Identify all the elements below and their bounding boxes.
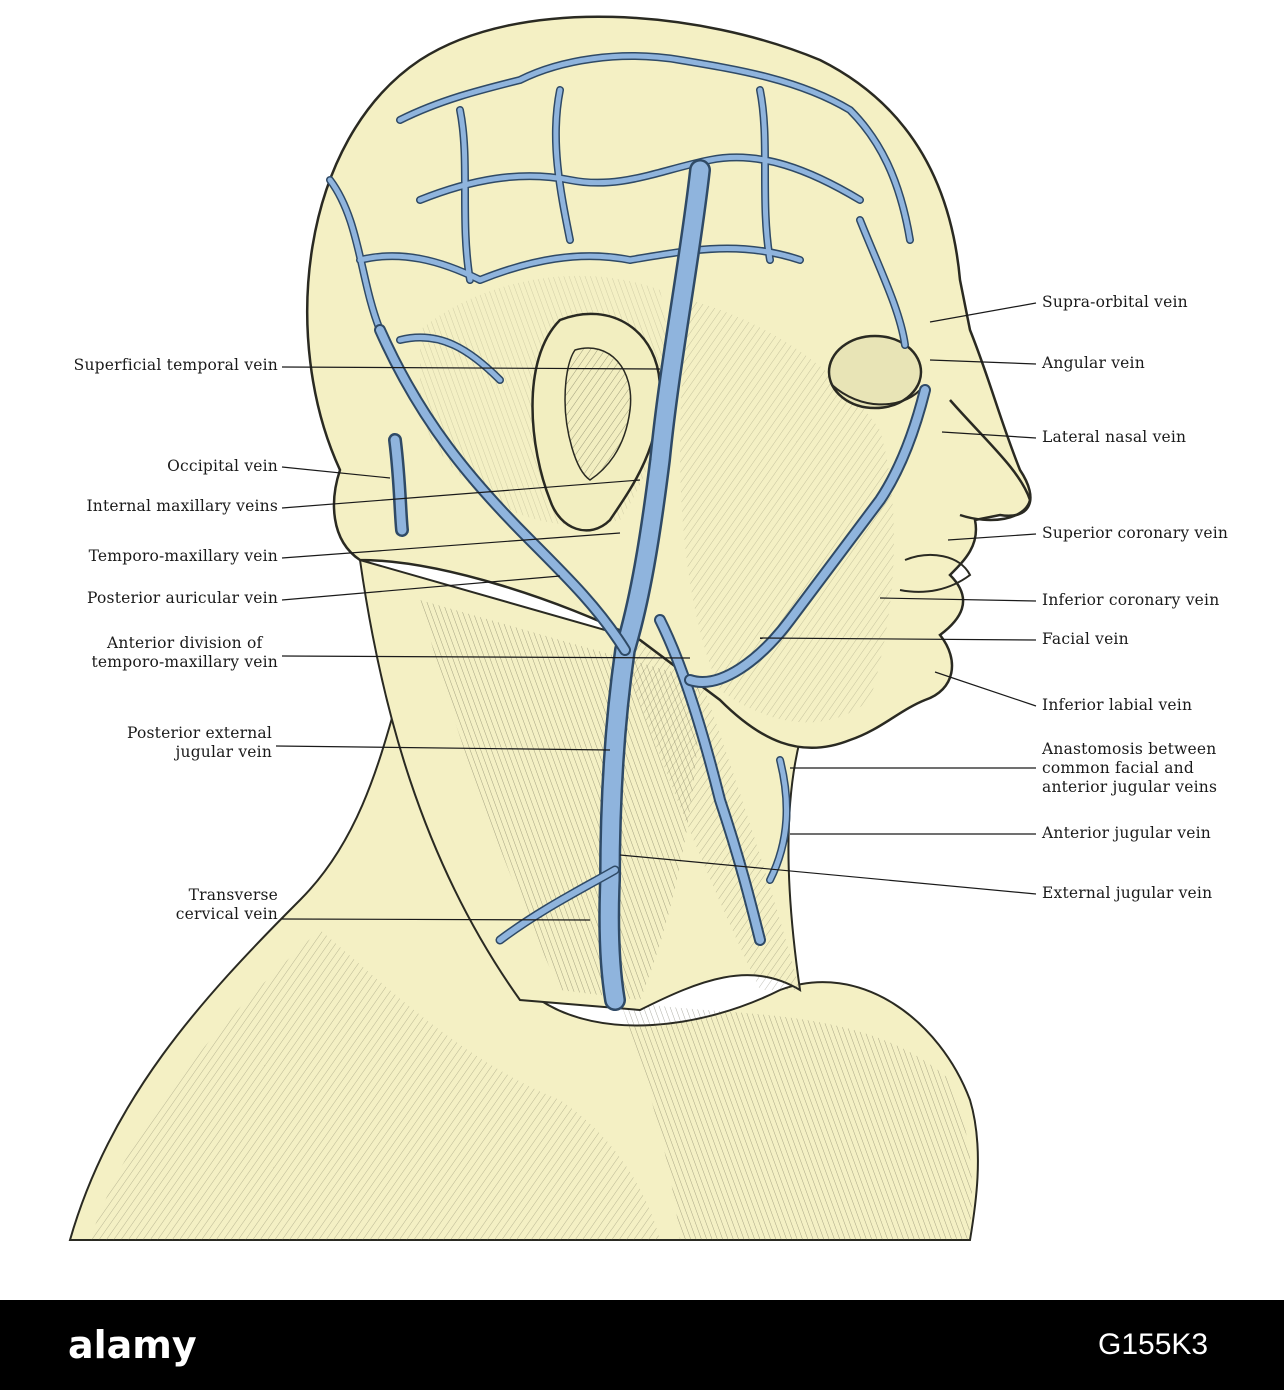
label-inferior-labial-vein: Inferior labial vein — [1042, 696, 1193, 714]
anatomy-illustration — [68, 15, 1037, 1241]
label-lateral-nasal-vein: Lateral nasal vein — [1042, 428, 1187, 446]
leader-lines — [275, 302, 1037, 921]
label-superior-coronary-vein: Superior coronary vein — [1042, 524, 1229, 542]
label-temporo-maxillary-vein: Temporo-maxillary vein — [88, 547, 278, 565]
eyelid — [831, 384, 921, 406]
label-internal-maxillary-veins: Internal maxillary veins — [86, 497, 278, 515]
image-id: G155K3 — [1098, 1325, 1216, 1365]
label-occipital-vein: Occipital vein — [167, 457, 278, 475]
label-superficial-temporal-vein: Superficial temporal vein — [73, 356, 278, 374]
shoulder-muscle-shading — [90, 930, 660, 1240]
svg-text:alamy: alamy — [68, 1323, 197, 1367]
face-muscle-shading — [680, 300, 894, 723]
label-anterior-division-temporo-maxillary-vein: Anterior division of temporo-maxillary v… — [91, 634, 278, 671]
label-anterior-jugular-vein: Anterior jugular vein — [1042, 824, 1211, 842]
nose — [949, 399, 1032, 522]
watermark-band: alamy G155K3 — [0, 1300, 1284, 1390]
label-inferior-coronary-vein: Inferior coronary vein — [1042, 591, 1220, 609]
alamy-logo: alamy — [68, 1323, 197, 1367]
label-anastomosis: Anastomosis between common facial and an… — [1042, 740, 1218, 796]
scalp-veins — [326, 52, 914, 384]
trapezius-shading — [620, 1000, 973, 1240]
label-posterior-auricular-vein: Posterior auricular vein — [87, 589, 278, 607]
label-external-jugular-vein: External jugular vein — [1042, 884, 1213, 902]
label-supra-orbital-vein: Supra-orbital vein — [1042, 293, 1188, 311]
label-posterior-external-jugular-vein: Posterior external jugular vein — [126, 724, 272, 761]
neck-muscle-shading — [420, 600, 700, 1000]
main-veins — [374, 159, 931, 1011]
label-facial-vein: Facial vein — [1042, 630, 1129, 648]
ear-inner — [564, 347, 632, 481]
lips — [899, 554, 972, 593]
label-angular-vein: Angular vein — [1042, 354, 1145, 372]
label-transverse-cervical-vein: Transverse cervical vein — [175, 886, 278, 923]
eye — [827, 334, 923, 410]
image-id-text: G155K3 — [1098, 1328, 1209, 1361]
